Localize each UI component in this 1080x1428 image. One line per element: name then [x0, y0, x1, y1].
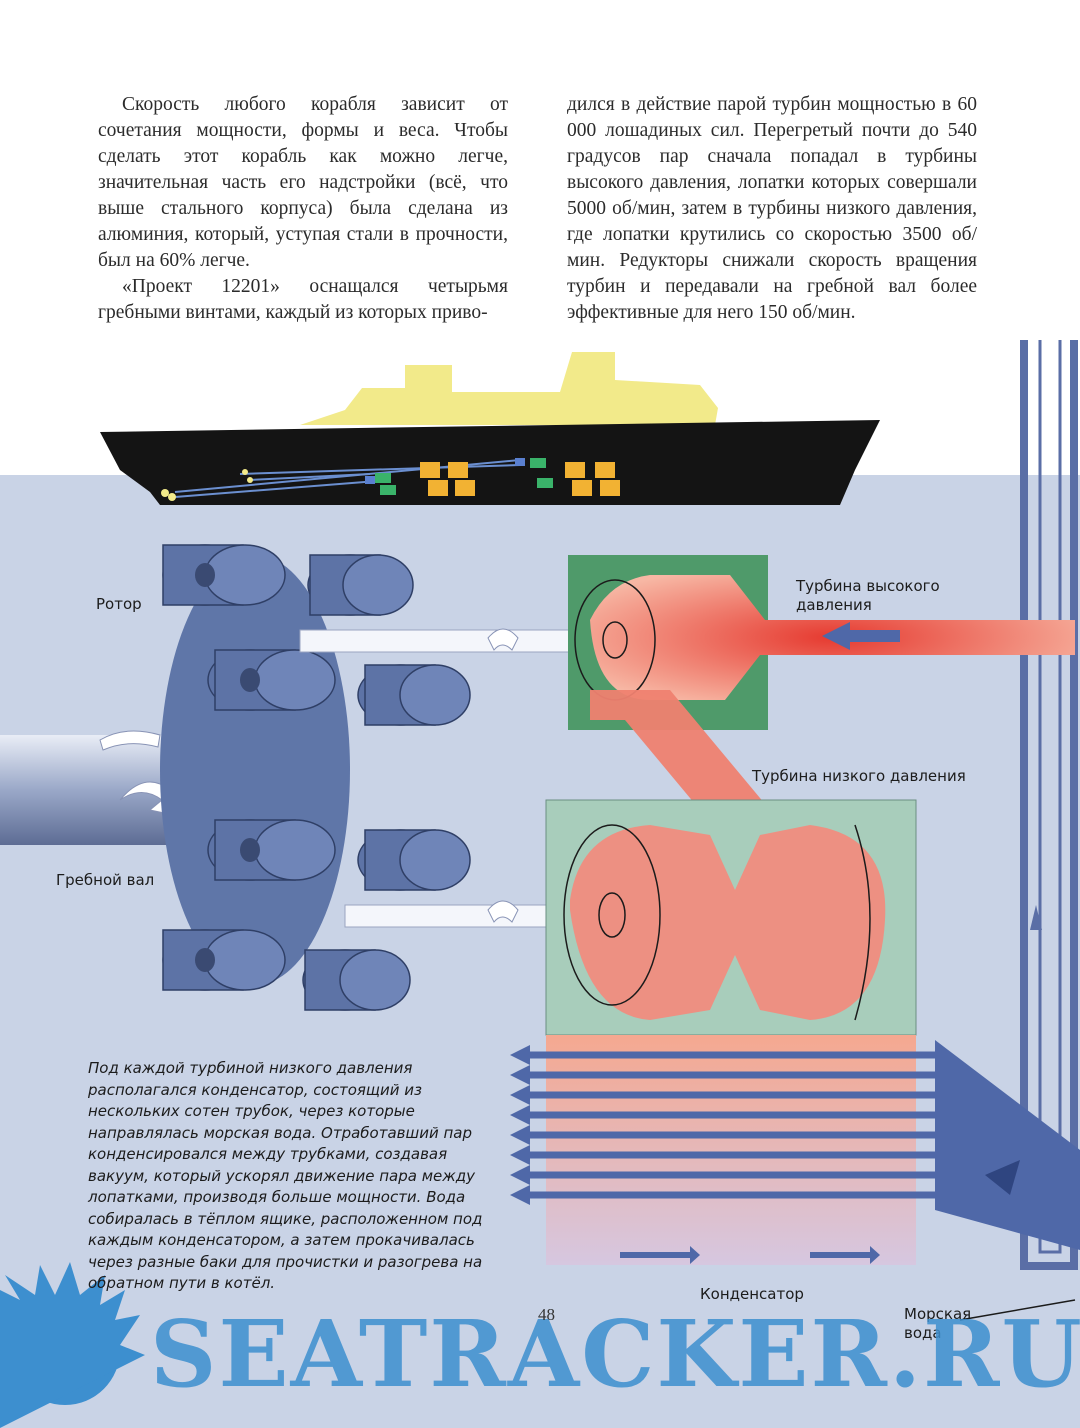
paragraph-propellers: «Проект 12201» оснащался четырьмя гребны…: [98, 276, 508, 323]
return-pipe: [1020, 340, 1078, 1270]
reduction-gearbox: [160, 544, 471, 1011]
label-lp-turbine: Турбина низкого давления: [752, 767, 966, 785]
seawater-inlet: [935, 1040, 1080, 1250]
hp-turbine-shaft: [299, 629, 611, 653]
text-column-right: дился в действие парой турбин мощностью …: [567, 92, 977, 326]
paragraph-speed: Скорость любого корабля зависит от сочет…: [98, 94, 508, 271]
watermark-sun-icon: [0, 1262, 145, 1428]
text-column-left: Скорость любого корабля зависит от сочет…: [98, 92, 508, 326]
ship-profile: [100, 352, 880, 505]
label-rotor: Ротор: [96, 595, 142, 613]
watermark: SEATRACKER.RU: [150, 1300, 1080, 1408]
paragraph-turbines: дился в действие парой турбин мощностью …: [567, 94, 977, 323]
condenser: [510, 1035, 1080, 1265]
label-hp-turbine: Турбина высокого давления: [796, 577, 940, 614]
turbine-diagram: [0, 340, 1080, 1428]
return-pipe-inner: [1038, 340, 1062, 1254]
label-propeller-shaft: Гребной вал: [56, 871, 155, 889]
label-seawater: Морская вода: [904, 1305, 972, 1342]
lp-turbine: [545, 799, 917, 1036]
pipe-arrow-up: [1030, 905, 1042, 930]
bull-gear-disc: [160, 555, 350, 985]
superstructure: [300, 352, 718, 425]
condenser-caption: Под каждой турбиной низкого давления рас…: [88, 1059, 483, 1292]
label-condenser: Конденсатор: [700, 1285, 804, 1303]
steam-inlet-arrow: [822, 622, 900, 650]
page-number: 48: [538, 1305, 555, 1324]
seawater-pointer: [959, 1299, 1076, 1321]
